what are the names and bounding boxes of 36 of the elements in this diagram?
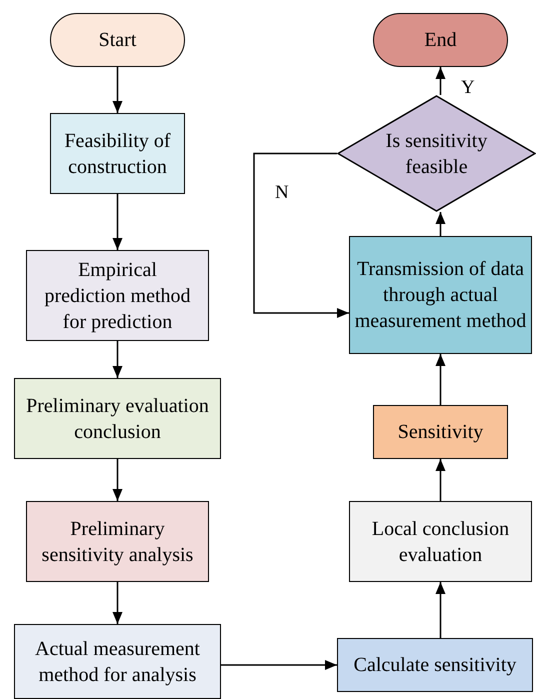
arrow (436, 212, 446, 236)
process-box (349, 501, 532, 582)
process-box (50, 113, 185, 194)
node-text: End (424, 28, 457, 53)
decision-diamond (337, 95, 536, 212)
node-text: Is sensitivity feasible (384, 128, 488, 180)
node-text: Empirical prediction method for prediction (43, 258, 192, 334)
terminal-box (373, 13, 508, 67)
arrow (112, 194, 122, 250)
process-box (373, 405, 508, 459)
process-box (337, 638, 533, 692)
node-text: Sensitivity (398, 420, 484, 445)
arrow (436, 459, 446, 501)
node-text: Local conclusion evaluation (370, 516, 510, 568)
node-text: Actual measurement method for analysis (34, 636, 201, 688)
process-box (26, 501, 209, 582)
process-box (14, 624, 221, 699)
process-box (26, 250, 209, 341)
arrow (436, 67, 446, 95)
arrow (112, 341, 122, 378)
node-text: Preliminary sensitivity analysis (40, 516, 194, 568)
arrow (436, 582, 446, 638)
node-text: Start (98, 28, 136, 53)
node-text: Feasibility of construction (63, 128, 172, 180)
process-box (349, 236, 532, 354)
arrow (253, 152, 349, 318)
arrow (112, 67, 122, 113)
process-box (14, 378, 221, 459)
node-text: Preliminary evaluation conclusion (25, 394, 210, 444)
node-text: Transmission of data through actual measurement method (354, 257, 528, 334)
arrow (112, 582, 122, 624)
terminal-box (50, 13, 185, 67)
node-text: Calculate sensitivity (354, 653, 516, 678)
arrow (112, 459, 122, 501)
arrow (436, 354, 446, 405)
arrow (221, 660, 337, 670)
